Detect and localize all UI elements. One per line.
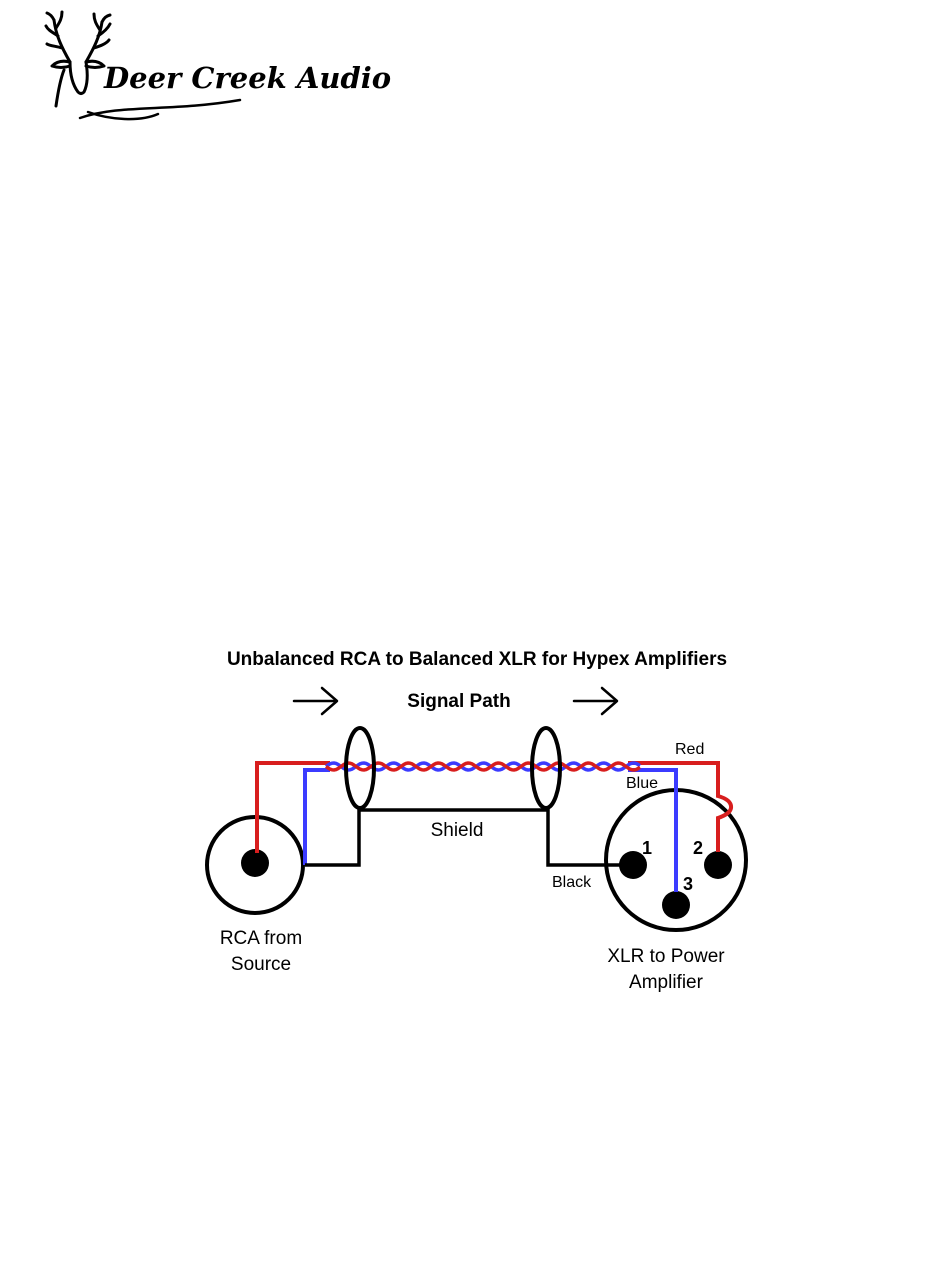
logo: Deer Creek Audio [46, 12, 391, 119]
xlr-pin-3-label: 3 [683, 874, 693, 894]
xlr-pin-2-label: 2 [693, 838, 703, 858]
xlr-label-line1: XLR to Power [607, 946, 725, 967]
xlr-label-line2: Amplifier [629, 972, 704, 993]
diagram-title: Unbalanced RCA to Balanced XLR for Hypex… [227, 649, 727, 670]
signal-path-label: Signal Path [407, 691, 510, 712]
right-arrow-icon [294, 688, 337, 714]
xlr-pin-3 [662, 891, 690, 919]
xlr-pin-2 [704, 851, 732, 879]
blue-wire-label: Blue [626, 775, 658, 792]
rca-center-pin [241, 849, 269, 877]
xlr-pin-1-label: 1 [642, 838, 652, 858]
shield-label: Shield [431, 820, 484, 841]
rca-label-line1: RCA from [220, 928, 302, 949]
blue-wire [305, 770, 330, 865]
right-arrow-icon [574, 688, 617, 714]
red-wire-label: Red [675, 741, 704, 758]
black-wire-label: Black [552, 874, 592, 891]
rca-label-line2: Source [231, 954, 291, 975]
logo-text: Deer Creek Audio [103, 61, 391, 95]
